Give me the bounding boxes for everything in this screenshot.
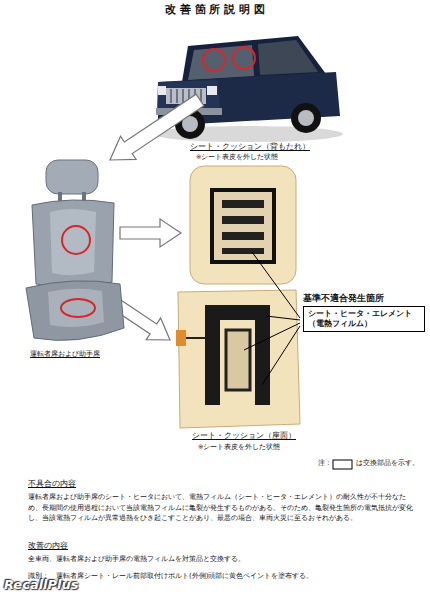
connector	[176, 330, 186, 346]
body-text: 全車両、運転者席および助手席の電熱フィルムを対策品と交換する。	[28, 554, 413, 565]
car-windshield	[188, 45, 254, 80]
leader-lines	[244, 252, 300, 385]
grille-bar	[170, 89, 172, 103]
seat-photo	[26, 160, 124, 340]
cushion-panel	[48, 289, 104, 327]
heater-strip	[222, 232, 264, 240]
foam	[190, 166, 296, 284]
body-text: 運転者席および助手席のシート・ヒータにおいて、電熱フィルム（シート・ヒータ・エレ…	[28, 492, 413, 524]
leader-line	[252, 252, 300, 318]
heater-strip	[222, 200, 264, 208]
highlight-circle	[61, 299, 95, 317]
cushion-foam	[176, 290, 300, 428]
grille-bar	[176, 89, 178, 103]
heater-element	[212, 190, 274, 262]
replacement-key-box	[333, 460, 352, 469]
note: は交換部品を示す。	[356, 459, 419, 468]
car-side-window	[258, 40, 318, 75]
body-text: 識別： 運転者席シート・レール前部取付けボルト(外側)頭部に黄色ペイントを塗布す…	[28, 571, 413, 582]
section-heading: 改善の内容	[28, 541, 68, 551]
wire	[186, 337, 205, 339]
headlight	[158, 86, 166, 95]
highlight-circle	[62, 226, 90, 254]
note: ※シート表皮を外した状態	[196, 153, 278, 161]
leader-line	[244, 323, 300, 350]
callout-label: シート・ヒータ・エレメント （電熱フィルム）	[303, 306, 425, 332]
car-photo	[153, 36, 343, 142]
highlight-circle	[233, 47, 255, 69]
leader-line	[266, 316, 300, 320]
heater-element	[226, 330, 250, 390]
pointer-arrow	[110, 94, 204, 160]
wheel-rim	[298, 110, 314, 126]
pointer-arrow	[120, 219, 181, 247]
section-heading: 不具合の内容	[28, 479, 76, 489]
watermark: RecallPlus	[4, 577, 79, 594]
page-title: 改 善 箇 所 説 明 図	[0, 3, 430, 18]
grille-bar	[182, 89, 184, 103]
heater-strip	[222, 216, 264, 224]
heater-element	[205, 305, 270, 405]
note: ※シート表皮を外した状態	[198, 443, 280, 451]
headrest	[46, 160, 98, 194]
backrest-foam	[190, 166, 296, 284]
note: 注：	[318, 459, 332, 468]
leader-line	[262, 326, 300, 385]
backrest-panel	[50, 209, 96, 275]
highlight-circle	[203, 49, 225, 71]
part-name: 運転者席および助手席	[30, 350, 100, 359]
part-name: シート・クッション（背もたれ）	[190, 142, 310, 152]
seat-backrest	[32, 200, 114, 287]
headlight	[207, 86, 217, 95]
part-name: シート・クッション（座面）	[192, 431, 296, 441]
wheel	[291, 103, 321, 133]
callout-box: 基準不適合発生箇所シート・ヒータ・エレメント （電熱フィルム）	[303, 292, 425, 332]
foam	[178, 290, 300, 428]
heater-strip	[222, 248, 264, 254]
seat-cushion	[26, 281, 124, 341]
callout-heading: 基準不適合発生箇所	[303, 292, 425, 304]
